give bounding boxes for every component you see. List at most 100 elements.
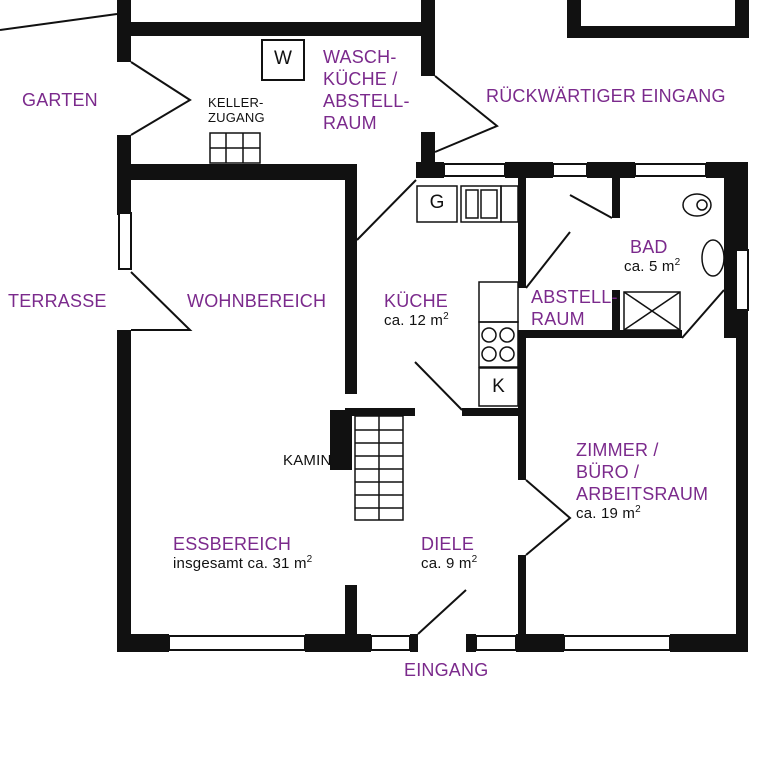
washer-label: W [274, 48, 292, 69]
unit-exp: 2 [674, 257, 681, 268]
window-bottom-entry-r [475, 635, 517, 651]
unit-exp: 2 [443, 311, 449, 322]
door-abstell [525, 231, 571, 289]
label-zimmer-1: ZIMMER / [576, 440, 659, 460]
label-diele-name: DIELE [421, 534, 475, 554]
label-waschkueche-4: RAUM [323, 113, 377, 133]
label-waschkueche: WASCH- KÜCHE / ABSTELL- RAUM [323, 46, 410, 134]
wall-zimmer-left-b [518, 555, 526, 652]
wall-kueche-right [518, 178, 526, 288]
windows [118, 163, 749, 651]
wall-wohn-right [345, 164, 357, 394]
stairs [354, 415, 404, 521]
window-top-abstell [552, 163, 588, 177]
window-right-bad [735, 249, 749, 311]
label-rueckwaertiger-eingang: RÜCKWÄRTIGER EINGANG [486, 86, 726, 106]
wall-stair-top [345, 408, 415, 416]
window-top-bad [634, 163, 707, 177]
label-waschkueche-1: WASCH- [323, 47, 397, 67]
wall-bad-bottom [620, 330, 682, 338]
shower [623, 291, 681, 331]
wall-bad-left-b [612, 290, 620, 338]
label-kellerzugang-1: KELLER- [208, 95, 264, 110]
wall-left-upper-b [117, 135, 131, 215]
unit-exp: 2 [635, 504, 641, 515]
label-abstellraum: ABSTELL- RAUM [531, 286, 618, 330]
label-wohnbereich: WOHNBEREICH [187, 291, 327, 311]
doors [0, 13, 725, 635]
wall-essen-right [345, 585, 357, 652]
label-bad-name: BAD [630, 237, 668, 257]
wall-top-left-stub [117, 0, 131, 36]
label-diele-area: ca. 9 m [421, 555, 472, 572]
label-kellerzugang-2: ZUGANG [208, 110, 265, 125]
label-terrasse: TERRASSE [8, 291, 107, 311]
wall-bottom-f [670, 634, 748, 652]
label-abstellraum-1: ABSTELL- [531, 287, 618, 307]
label-kueche-area: ca. 12 m [384, 312, 444, 329]
bath-fixtures [623, 193, 725, 331]
label-essbereich-name: ESSBEREICH [173, 534, 292, 554]
fridge-box [478, 367, 519, 407]
door-zimmer [525, 479, 572, 556]
wall-bottom-c [410, 634, 418, 652]
label-zimmer-3: ARBEITSRAUM [576, 484, 709, 504]
counter-top [500, 185, 519, 223]
wall-left-upper-a [117, 36, 131, 62]
wall-left-lower [117, 330, 131, 652]
wall-top-right-b [505, 162, 553, 178]
unit-exp: 2 [471, 554, 478, 565]
door-wasch [356, 179, 417, 241]
wall-top-right-box-right [735, 0, 749, 38]
door-bad [569, 194, 613, 219]
wall-bottom-b [305, 634, 371, 652]
gas-label: G [429, 192, 445, 213]
wall-wasch-right [421, 36, 435, 76]
wall-right [736, 162, 748, 652]
wall-bad-right-in [724, 178, 736, 338]
wall-top-right-d [706, 162, 748, 178]
door-zimmer-right [681, 289, 725, 339]
door-rueckwaertig [434, 75, 499, 153]
label-zimmer: ZIMMER / BÜRO / ARBEITSRAUM ca. 19 m2 [576, 439, 708, 522]
window-bottom-entry-l [370, 635, 411, 651]
wall-top-right-stub [421, 0, 435, 36]
wall-bottom-d [466, 634, 476, 652]
door-terrasse [130, 271, 193, 331]
label-waschkueche-2: KÜCHE / [323, 69, 398, 89]
window-bottom-zimmer [563, 635, 671, 651]
wall-bottom-a [117, 634, 169, 652]
counter-right [478, 281, 519, 323]
label-kamin: KAMIN [283, 452, 332, 469]
label-garten: GARTEN [22, 90, 98, 110]
label-bad-area: ca. 5 m [624, 258, 675, 275]
keller-stairs [209, 132, 261, 164]
wall-zimmer-left [518, 330, 526, 480]
wall-kueche-bottom [462, 408, 524, 416]
fridge-label: K [492, 376, 505, 397]
label-essbereich: ESSBEREICH insgesamt ca. 31 m2 [173, 533, 312, 572]
label-bad: BAD ca. 5 m2 [624, 236, 680, 275]
wall-keller-bottom [131, 164, 357, 180]
kitchen-fixtures [416, 185, 519, 407]
window-bottom-essen [168, 635, 306, 651]
wall-top-right-c [587, 162, 635, 178]
door-garten [130, 61, 192, 136]
washer-box [261, 39, 305, 81]
unit-exp: 2 [306, 554, 313, 565]
wall-top [117, 22, 435, 36]
gas-box [416, 185, 458, 223]
wall-abstell-bottom [526, 330, 620, 338]
label-essbereich-area: insgesamt ca. 31 m [173, 555, 307, 572]
label-zimmer-2: BÜRO / [576, 462, 640, 482]
window-top-kueche [443, 163, 506, 177]
wall-wasch-right-b [421, 132, 435, 178]
stove [478, 321, 519, 368]
label-kueche: KÜCHE ca. 12 m2 [384, 290, 449, 329]
door-eingang [417, 589, 467, 635]
door-top-left [0, 13, 118, 31]
wall-bottom-e [516, 634, 564, 652]
wall-top-right-box-bottom [567, 26, 749, 38]
